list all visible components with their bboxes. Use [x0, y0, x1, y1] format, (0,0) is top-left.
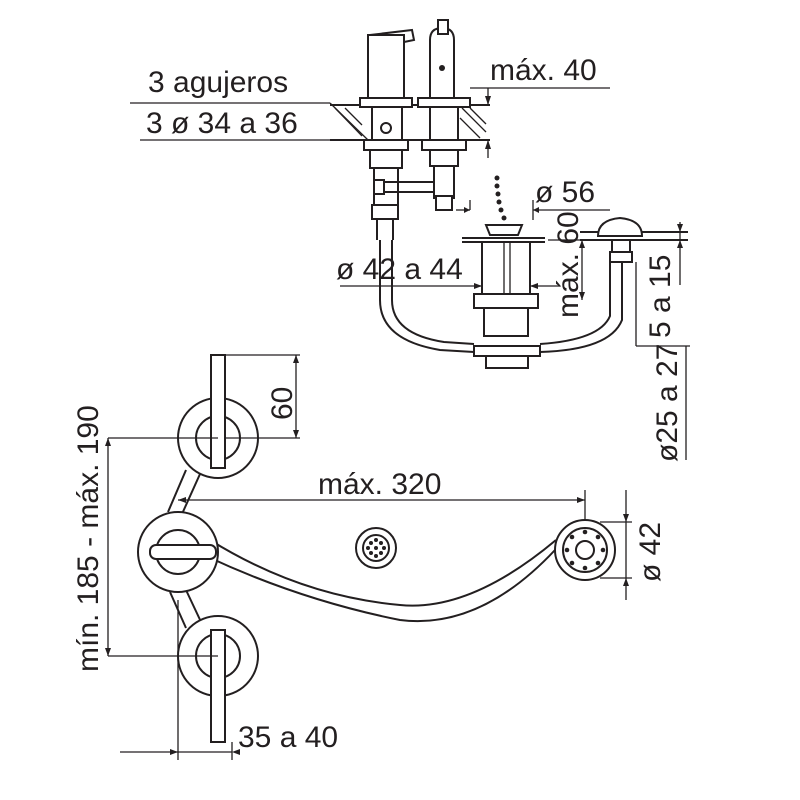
plan-view: [105, 354, 632, 760]
label-max-height: máx. 40: [490, 54, 597, 87]
label-valve-diameter: ø 42 a 44: [336, 253, 463, 286]
label-plate-thickness: 5 a 15: [644, 255, 677, 338]
label-drain-diameter: ø 56: [535, 176, 595, 209]
label-outlet-diameter: ø 42: [634, 522, 667, 582]
label-hole-diameter: 3 ø 34 a 36: [146, 107, 298, 140]
label-holes: 3 agujeros: [148, 66, 288, 99]
label-horizontal-span: máx. 320: [318, 468, 441, 501]
drain-valve: [340, 175, 623, 369]
label-drain-height: máx. 60: [552, 211, 585, 318]
deck-mount-section: [130, 19, 610, 240]
label-pipe-diameter: ø25 a 27: [651, 344, 684, 462]
label-vertical-span: mín. 185 - máx. 190: [72, 405, 105, 672]
label-handle-height: 60: [266, 387, 299, 420]
overflow-plate: [580, 216, 690, 460]
label-lever-offset: 35 a 40: [238, 721, 338, 754]
